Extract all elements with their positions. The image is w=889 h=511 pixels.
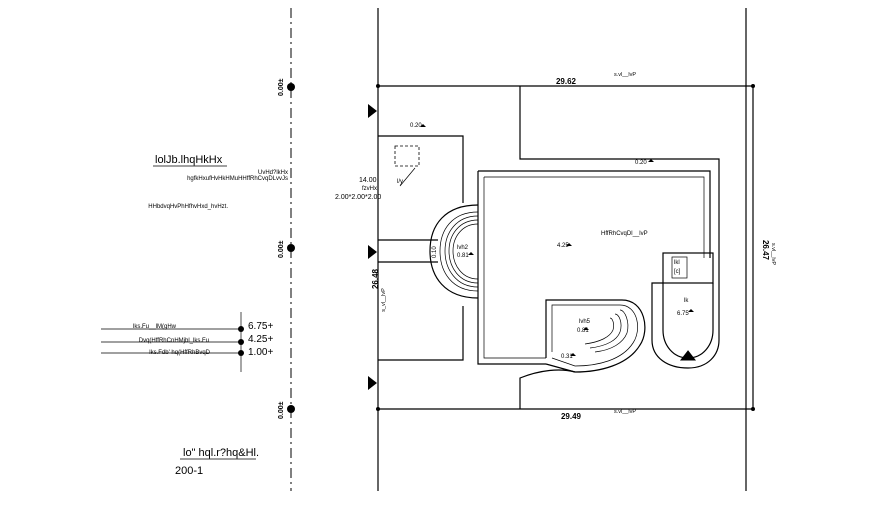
house-label: HffRhCvqDl__lvP (601, 231, 648, 237)
steps-label: lvh2 (457, 245, 469, 251)
level-value-2: 4.25+ (248, 334, 273, 345)
right-label-b: [c] (674, 269, 681, 275)
top-dim-tick-left (376, 84, 380, 88)
pool-level: 0.81 (577, 328, 589, 334)
house-level: 4.25 (557, 243, 569, 249)
side-title: lolJb.lhqHkHx (155, 154, 223, 166)
section-arrow-middle (368, 245, 377, 259)
level-label-1: lks.Fu__lM(gHw (133, 324, 177, 330)
drawing-title: lo" hql.r?hq&Hl. (183, 447, 259, 459)
side-line-a: hgfkHxufHvHkHMuHHffRhCvqDLvvJs (187, 176, 288, 182)
level-markers (420, 124, 694, 356)
pool-outer (545, 299, 646, 373)
right-room (662, 252, 714, 284)
level-dot-1 (238, 326, 244, 332)
axis-mark-3: 0.00± (278, 401, 285, 419)
pool-inner (551, 304, 638, 367)
level-label-2: Dvq(HffRhCnHMjbl_lks.Fu (139, 338, 209, 344)
ramp-outer (651, 282, 714, 359)
level-marker-tl (420, 124, 426, 127)
section-arrow-bottom (368, 376, 377, 390)
plot-note-d: 2.00*2.00*2.00 (335, 194, 381, 201)
bottom-dimension-note: s.vl__lvP (614, 409, 636, 415)
axis-marker-3 (287, 405, 295, 413)
drawing-scale: 200-1 (175, 465, 203, 477)
steps-outer-curve (429, 204, 479, 299)
steps-curve-2 (444, 215, 479, 288)
right-level: 6.75 (677, 311, 689, 317)
level-marker-pool (583, 327, 589, 330)
right-label-a: lkl (674, 260, 680, 266)
bottom-dim-tick-left (376, 407, 380, 411)
bottom-zone-outline (519, 369, 576, 409)
steps-curve-3 (448, 219, 479, 284)
plot-note-b: 14.00 (359, 177, 377, 184)
level-value-1: 6.75+ (248, 321, 273, 332)
level-marker-right (688, 309, 694, 312)
pool-steps-3 (584, 317, 615, 345)
level-marker-house (566, 243, 572, 246)
ramp-arrow (679, 350, 697, 361)
plot-note-a: UvHd?lkHx (258, 170, 288, 176)
house-outline-outer (478, 170, 711, 258)
right-small-label: lk (684, 298, 689, 304)
top-dimension-note: s.vl__lvP (614, 72, 636, 78)
pool-steps-2 (589, 313, 622, 349)
side-line-b: HHbdvqHvPhHfhvHxd_hvHzt. (148, 204, 228, 210)
level-marker-main (648, 159, 654, 162)
level-dot-3 (238, 350, 244, 356)
section-arrow-top (368, 104, 377, 118)
pool-label: lvh5 (579, 319, 591, 325)
bottom-dimension-value: 29.49 (561, 412, 582, 421)
pool-level-2: 0.31 (561, 354, 573, 360)
level-label-3: lks.Fdb' hq(HffRhBvqD (149, 350, 210, 356)
steps-curve-1 (439, 211, 479, 292)
tl-level: 0.20 (410, 123, 422, 129)
right-dimension-note: s.vl__lvP (770, 243, 776, 265)
planter-leader-line (399, 167, 416, 187)
ramp-outline (651, 258, 720, 369)
right-room-box (671, 256, 688, 279)
level-marker-steps (468, 252, 474, 255)
main-level: 0.20 (635, 160, 647, 166)
plot-note-c: fzvHx (362, 186, 377, 192)
axis-mark-1: 0.00± (278, 78, 285, 96)
axis-marker-1 (287, 83, 295, 91)
level-value-3: 1.00+ (248, 347, 273, 358)
planter-dashed-box (394, 145, 420, 167)
axis-marker-2 (287, 244, 295, 252)
left-dimension-value: 26.48 (371, 268, 380, 289)
main-zone-outline (519, 86, 720, 258)
house-outline-inner-left (483, 177, 546, 359)
pool-steps-1 (594, 309, 629, 353)
planter-label: l/y (397, 179, 403, 185)
left-strip-outline-bottom (378, 306, 464, 361)
steps-curve-4 (452, 223, 479, 280)
steps-level: 0.81 (457, 253, 469, 259)
level-dot-2 (238, 339, 244, 345)
level-marker-pool2 (570, 353, 576, 356)
house-outline-left (477, 171, 546, 365)
left-strip-outline (378, 135, 464, 203)
right-dimension-value: 26.47 (761, 240, 770, 261)
top-dimension-value: 29.62 (556, 77, 577, 86)
entry-level: 0.10 (432, 246, 438, 258)
left-dimension-note: s_vl__lvP (381, 288, 387, 312)
axis-mark-2: 0.00± (278, 240, 285, 258)
house-outline-inner (484, 176, 705, 258)
